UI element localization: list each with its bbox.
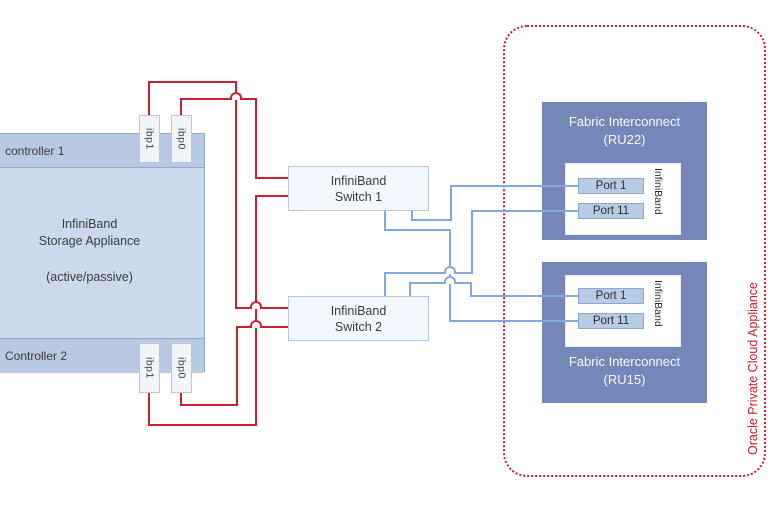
line-segment [180, 404, 238, 406]
line-segment [180, 393, 182, 406]
wire-jump [230, 92, 242, 100]
switch1-line1: InfiniBand [330, 173, 387, 188]
private-cloud-appliance-enclosure [503, 25, 766, 477]
ru15-port-panel [565, 275, 681, 347]
line-segment [236, 326, 238, 406]
wire-jump [444, 266, 456, 274]
infiniband-switch-2: InfiniBand Switch 2 [288, 296, 429, 341]
controller1-band: controller 1 [0, 134, 204, 168]
line-segment [411, 219, 452, 221]
line-segment [148, 393, 150, 426]
ru15-port11: Port 11 [578, 313, 644, 329]
line-segment [236, 326, 288, 328]
line-segment [450, 185, 452, 221]
ru15-infiniband-label: InfiniBand [652, 280, 664, 327]
ru15-port11-label: Port 11 [592, 315, 630, 327]
controller2-port-ibp1-label: ibp1 [143, 357, 156, 379]
line-segment [148, 424, 257, 426]
ru22-title: Fabric Interconnect [568, 114, 681, 129]
ru22-port1: Port 1 [578, 178, 644, 194]
controller2-band: Controller 2 [0, 338, 204, 373]
fabric-interconnect-ru15: InfiniBand Fabric Interconnect (RU15) [542, 262, 707, 403]
ru22-port1-label: Port 1 [595, 180, 627, 192]
controller2-label: Controller 2 [5, 349, 68, 363]
ru22-port11: Port 11 [578, 203, 644, 219]
ru15-title: Fabric Interconnect [568, 354, 681, 369]
ru22-unit: (RU22) [603, 132, 646, 147]
line-segment [409, 282, 411, 296]
ru22-port-panel [565, 163, 681, 235]
wire-jump [444, 276, 456, 284]
line-segment [255, 98, 257, 179]
storage-appliance-box: controller 1 InfiniBand Storage Applianc… [0, 133, 205, 373]
wire-jump [250, 301, 262, 309]
line-segment [471, 210, 578, 212]
controller1-port-ibp1-label: ibp1 [143, 128, 156, 150]
line-segment [235, 81, 237, 309]
ru22-port11-label: Port 11 [592, 205, 630, 217]
controller1-port-ibp0: ibp0 [171, 115, 192, 163]
ru15-unit: (RU15) [603, 372, 646, 387]
line-segment [450, 185, 578, 187]
ru15-port1: Port 1 [578, 288, 644, 304]
wire-jump [250, 320, 262, 328]
line-segment [384, 211, 386, 231]
line-segment [449, 320, 578, 322]
line-segment [255, 177, 288, 179]
ru15-port1-label: Port 1 [595, 290, 627, 302]
appliance-title-line2: Storage Appliance [38, 234, 141, 248]
controller2-port-ibp0: ibp0 [171, 343, 192, 393]
line-segment [384, 229, 451, 231]
line-segment [148, 81, 237, 83]
ru22-infiniband-label: InfiniBand [652, 168, 664, 215]
infiniband-switch-1: InfiniBand Switch 1 [288, 166, 429, 211]
appliance-mode: (active/passive) [46, 270, 133, 284]
controller2-port-ibp0-label: ibp0 [175, 357, 188, 379]
line-segment [470, 282, 472, 297]
line-segment [449, 229, 451, 322]
controller1-label: controller 1 [5, 144, 65, 158]
appliance-title-line1: InfiniBand [61, 217, 118, 231]
line-segment [409, 282, 472, 284]
line-segment [411, 211, 413, 221]
line-segment [255, 195, 257, 426]
line-segment [180, 98, 257, 100]
line-segment [148, 81, 150, 115]
line-segment [471, 210, 473, 274]
line-segment [255, 195, 288, 197]
line-segment [180, 98, 182, 115]
line-segment [470, 295, 578, 297]
line-segment [384, 272, 473, 274]
switch1-line2: Switch 1 [334, 189, 383, 204]
line-segment [384, 272, 386, 296]
switch2-line1: InfiniBand [330, 303, 387, 318]
controller1-port-ibp1: ibp1 [139, 115, 160, 163]
controller1-port-ibp0-label: ibp0 [175, 128, 188, 150]
appliance-title: InfiniBand Storage Appliance (active/pas… [0, 216, 204, 286]
controller2-port-ibp1: ibp1 [139, 343, 160, 393]
switch2-line2: Switch 2 [334, 319, 383, 334]
oracle-private-cloud-appliance-label: Oracle Private Cloud Appliance [746, 281, 760, 455]
fabric-interconnect-ru22: Fabric Interconnect (RU22) InfiniBand [542, 102, 707, 240]
